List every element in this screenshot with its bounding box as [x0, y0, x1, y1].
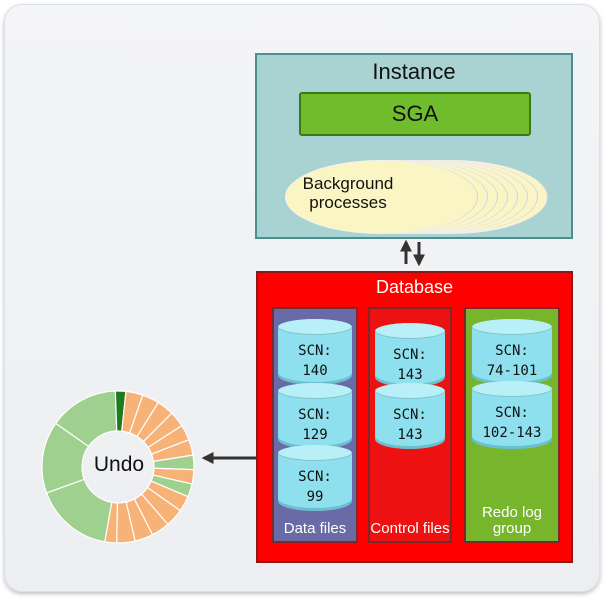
bidirectional-arrows-icon	[400, 239, 425, 267]
redo-log-cylinder: SCN: 74-101	[472, 319, 552, 385]
database-box: Database SCN: 140 SCN: 129 SCN: 99 Data …	[256, 271, 573, 563]
scn-label: SCN:	[393, 407, 427, 423]
scn-label: SCN:	[495, 405, 529, 421]
scn-value: 143	[397, 367, 423, 383]
control-file-cylinder: SCN: 143	[375, 323, 445, 387]
scn-label: SCN:	[298, 343, 332, 359]
data-files-column: SCN: 140 SCN: 129 SCN: 99 Data files	[272, 307, 358, 543]
data-file-cylinder: SCN: 129	[278, 383, 352, 449]
scn-label: SCN:	[495, 343, 529, 359]
scn-value: 99	[306, 489, 324, 505]
scn-label: SCN:	[298, 469, 332, 485]
redo-log-group-label: Redo log group	[481, 504, 543, 537]
data-file-cylinder: SCN: 99	[278, 445, 352, 511]
undo-segment	[104, 501, 118, 544]
control-files-column: SCN: 143 SCN: 143 Control files	[368, 307, 452, 543]
instance-title: Instance	[372, 59, 456, 84]
scn-value: 143	[397, 427, 423, 443]
instance-box: Instance SGA Background processes	[255, 53, 573, 239]
data-files-label: Data files	[283, 520, 347, 537]
background-processes: Background processes	[285, 160, 547, 234]
control-files-label: Control files	[370, 520, 450, 537]
scn-value: 129	[302, 427, 328, 443]
scn-value: 74-101	[486, 363, 538, 379]
scn-value: 102-143	[482, 425, 542, 441]
background-processes-label: Background processes	[302, 174, 394, 212]
process-ring	[285, 160, 477, 234]
database-title: Database	[375, 277, 454, 297]
scn-value: 140	[302, 363, 328, 379]
undo-label: Undo	[93, 453, 145, 476]
control-file-cylinder: SCN: 143	[375, 383, 445, 449]
undo-donut	[41, 390, 195, 544]
redo-log-cylinder: SCN: 102-143	[472, 381, 552, 449]
scn-label: SCN:	[298, 407, 332, 423]
sga-box: SGA	[299, 92, 531, 136]
scn-label: SCN:	[393, 347, 427, 363]
data-file-cylinder: SCN: 140	[278, 319, 352, 385]
redo-log-group-column: SCN: 74-101 SCN: 102-143 Redo log group	[464, 307, 560, 543]
